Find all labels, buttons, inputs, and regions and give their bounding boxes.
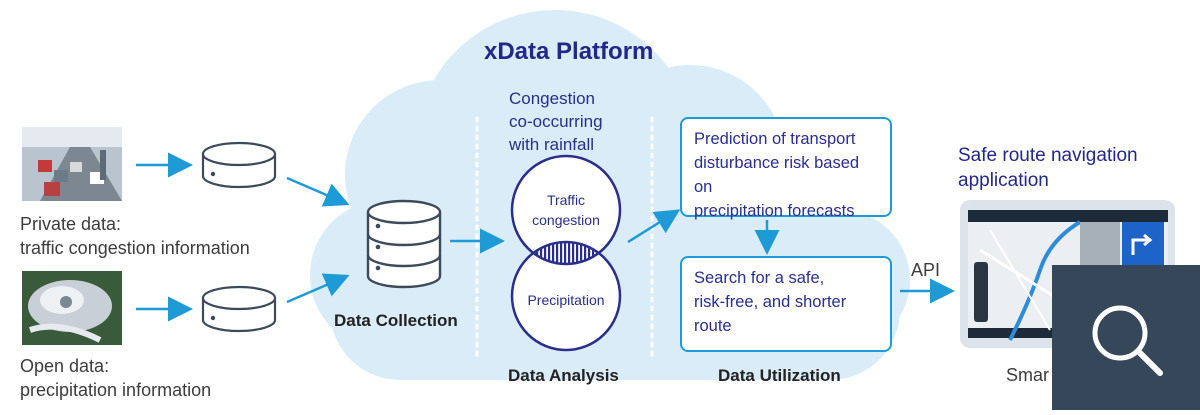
app-caption: Smar bbox=[1006, 365, 1050, 385]
open-data-line2: precipitation information bbox=[20, 380, 212, 400]
app-title: Safe route navigation application bbox=[958, 143, 1138, 193]
private-database-icon bbox=[201, 141, 277, 189]
app-title-line1: Safe route navigation bbox=[958, 145, 1138, 166]
open-data-label: Open data: precipitation information bbox=[20, 354, 211, 402]
arrow-db-to-collection-top bbox=[286, 176, 350, 207]
stage-utilization: Data Utilization bbox=[718, 366, 841, 385]
venn-label-traffic-line2: congestion bbox=[532, 212, 600, 228]
analysis-heading-line1: Congestion bbox=[509, 89, 596, 108]
search-route-line2: risk-free, and shorter bbox=[694, 293, 847, 311]
stage-analysis: Data Analysis bbox=[508, 366, 619, 385]
analysis-heading: Congestion co-occurring with rainfall bbox=[509, 87, 603, 156]
analysis-heading-line2: co-occurring bbox=[509, 112, 603, 131]
stage-collection: Data Collection bbox=[334, 311, 458, 330]
venn-label-traffic-line1: Traffic bbox=[546, 192, 586, 208]
private-data-line2: traffic congestion information bbox=[20, 238, 250, 258]
venn-label-traffic: Traffic congestion bbox=[516, 190, 616, 230]
search-route-box: Search for a safe, risk-free, and shorte… bbox=[680, 256, 892, 352]
prediction-line3: precipitation forecasts bbox=[694, 202, 855, 220]
search-route-line3: route bbox=[694, 317, 732, 335]
private-data-line1: Private data: bbox=[20, 214, 122, 234]
prediction-line2: disturbance risk based on bbox=[694, 154, 860, 196]
open-data-line1: Open data: bbox=[20, 356, 110, 376]
private-data-label: Private data: traffic congestion informa… bbox=[20, 212, 250, 260]
satellite-photo-icon bbox=[22, 271, 122, 345]
main-database-icon bbox=[366, 199, 442, 289]
search-button[interactable] bbox=[1052, 265, 1200, 410]
prediction-box: Prediction of transport disturbance risk… bbox=[680, 117, 892, 220]
open-database-icon bbox=[201, 285, 277, 333]
traffic-photo-icon bbox=[22, 127, 122, 201]
api-label: API bbox=[911, 260, 941, 280]
prediction-line1: Prediction of transport bbox=[694, 130, 856, 148]
venn-diagram bbox=[510, 154, 622, 352]
app-title-line2: application bbox=[958, 170, 1049, 191]
search-route-line1: Search for a safe, bbox=[694, 269, 825, 287]
platform-title: xData Platform bbox=[484, 38, 654, 65]
venn-label-precipitation: Precipitation bbox=[527, 292, 605, 308]
arrow-analysis-to-utilization bbox=[627, 209, 681, 244]
arrow-db-to-collection-bottom bbox=[286, 273, 350, 304]
analysis-heading-line3: with rainfall bbox=[509, 135, 595, 154]
search-icon bbox=[1092, 305, 1163, 376]
